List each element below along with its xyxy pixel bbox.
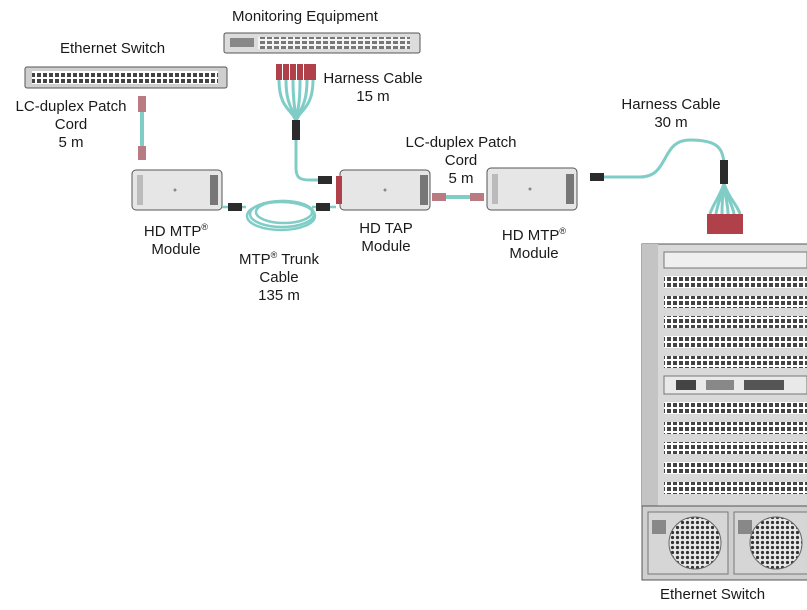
hd-mtp-right-line2: Module	[509, 245, 559, 262]
ethernet-switch-chassis	[641, 243, 807, 581]
lc-patch-mid-line1: LC-duplex Patch	[405, 134, 517, 151]
hd-mtp-left-line2: Module	[151, 241, 201, 258]
hd-tap-line2: Module	[361, 238, 411, 255]
harness-top-line1: Harness Cable	[323, 70, 423, 87]
monitoring-equipment	[223, 32, 421, 54]
trunk-mtp-text: MTP	[238, 251, 271, 268]
lc-patch-left-line1: LC-duplex Patch	[15, 98, 127, 115]
label-harness-top: Harness Cable 15 m	[318, 70, 428, 106]
label-harness-right: Harness Cable 30 m	[614, 96, 728, 132]
registered-mark: ®	[559, 226, 567, 236]
hd-mtp-left-line1: HD MTP®	[126, 218, 226, 241]
label-hd-tap: HD TAP Module	[336, 220, 436, 256]
mtp-trunk-cable	[222, 199, 336, 232]
ethernet-switch-small	[24, 66, 228, 89]
trunk-text: Trunk	[281, 251, 319, 268]
label-hd-mtp-left: HD MTP® Module	[126, 218, 226, 259]
registered-mark: ®	[270, 250, 278, 260]
trunk-line2: Cable	[259, 269, 299, 286]
lc-patch-mid-line3: 5 m	[448, 170, 474, 187]
trunk-connector-left	[228, 203, 242, 211]
hd-tap-module	[336, 169, 431, 211]
ethernet-switch-bottom-label: Ethernet Switch	[660, 586, 766, 603]
registered-mark: ®	[201, 222, 209, 232]
lc-patch-left-line2: Cord	[54, 116, 88, 133]
trunk-line3: 135 m	[258, 287, 300, 304]
label-lc-patch-left: LC-duplex Patch Cord 5 m	[6, 98, 136, 152]
harness-cable-top	[277, 79, 322, 182]
hd-mtp-module-right	[486, 167, 578, 211]
harness-right-line1: Harness Cable	[621, 96, 721, 113]
hd-mtp-right-line1: HD MTP®	[484, 222, 584, 245]
label-ethernet-switch-top: Ethernet Switch	[60, 40, 165, 58]
label-hd-mtp-right: HD MTP® Module	[484, 222, 584, 263]
label-monitoring-equipment: Monitoring Equipment	[232, 8, 378, 26]
hd-mtp-module-left	[131, 169, 223, 211]
label-lc-patch-middle: LC-duplex Patch Cord 5 m	[396, 134, 526, 188]
harness-cable-right	[604, 138, 742, 215]
hd-mtp-right-text: HD MTP	[501, 227, 560, 244]
monitoring-equipment-label: Monitoring Equipment	[232, 8, 378, 25]
label-ethernet-switch-bottom: Ethernet Switch	[660, 586, 765, 604]
lc-patch-left-line3: 5 m	[58, 134, 84, 151]
harness-right-line2: 30 m	[654, 114, 688, 131]
lc-patch-cord-middle	[432, 193, 484, 201]
lc-patch-mid-line2: Cord	[444, 152, 478, 169]
trunk-line1: MTP® Trunk	[224, 246, 334, 269]
harness-right-connectors	[590, 160, 743, 234]
ethernet-switch-top-label: Ethernet Switch	[60, 40, 166, 57]
harness-top-line2: 15 m	[356, 88, 390, 105]
lc-patch-cord-left	[138, 96, 146, 160]
hd-tap-line1: HD TAP	[359, 220, 413, 237]
hd-mtp-left-text: HD MTP	[143, 223, 202, 240]
harness-top-connectors	[276, 64, 332, 184]
label-trunk-cable: MTP® Trunk Cable 135 m	[224, 246, 334, 305]
trunk-connector-right	[316, 203, 330, 211]
